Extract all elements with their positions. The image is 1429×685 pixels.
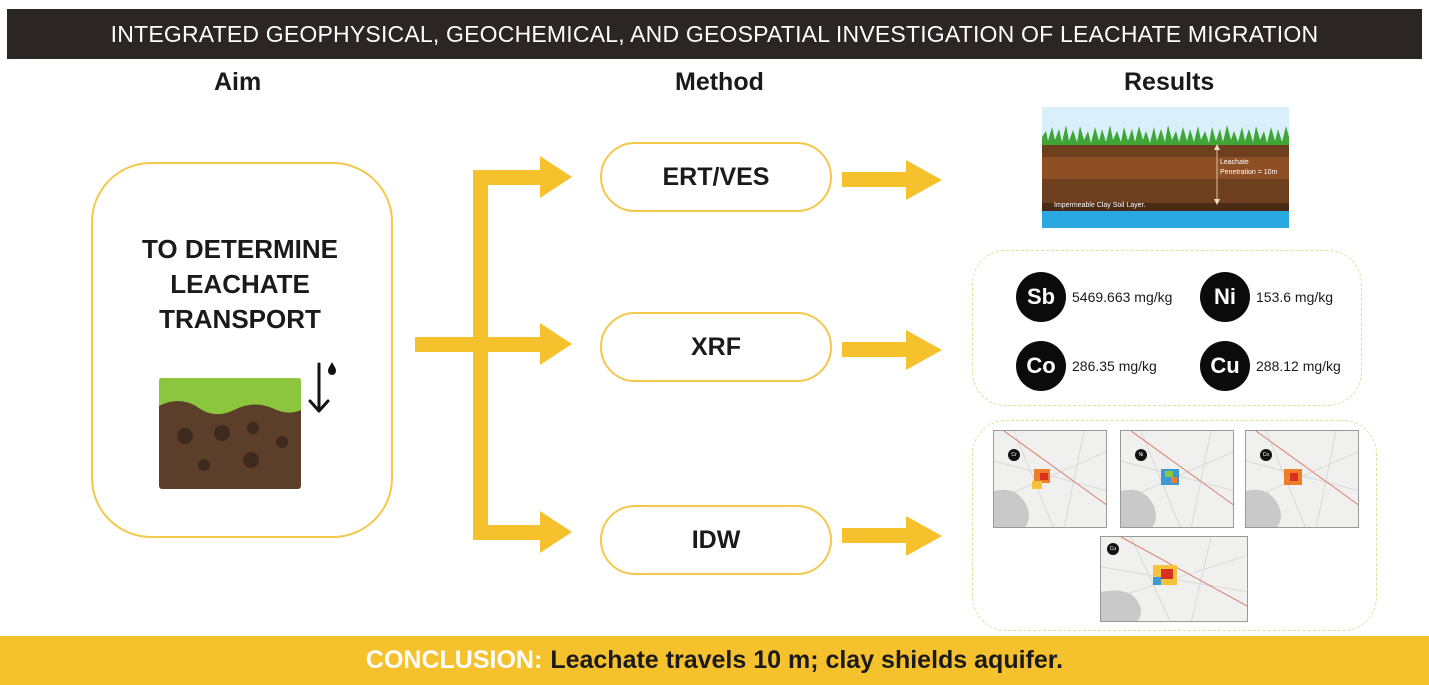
soil-profile-illustration [1042,107,1289,228]
profile-layer-label: Impermeable Clay Soil Layer. [1054,202,1146,209]
aim-heading: Aim [214,68,262,96]
conclusion-text: Leachate travels 10 m; clay shields aqui… [550,646,1064,674]
leachate-drop-down-arrow-icon [308,362,336,413]
arrow-ert-to-result [842,160,942,200]
method-idw: IDW [600,505,832,575]
map-4-graphic [1101,537,1247,621]
idw-map-1: Cr [993,430,1107,528]
metal-ni: Ni 153.6 mg/kg [1200,272,1333,322]
profile-annotation-1: Leachate [1220,159,1249,166]
map-2-badge: Ni [1135,449,1147,461]
map-1-graphic [994,431,1106,527]
metal-value-cu: 288.12 mg/kg [1256,358,1341,374]
metal-value-co: 286.35 mg/kg [1072,358,1157,374]
soil-profile-result: Leachate Penetration = 10m Impermeable C… [1042,107,1289,228]
page-title: INTEGRATED GEOPHYSICAL, GEOCHEMICAL, AND… [110,20,1319,47]
idw-map-3: Co [1245,430,1359,528]
map-3-graphic [1246,431,1358,527]
map-1-badge: Cr [1008,449,1020,461]
metal-symbol-sb: Sb [1016,272,1066,322]
results-heading: Results [1124,68,1215,96]
arrow-xrf-to-result [842,330,942,370]
metal-value-sb: 5469.663 mg/kg [1072,289,1173,305]
map-3-badge: Co [1260,449,1272,461]
aim-box [91,162,393,538]
metal-symbol-cu: Cu [1200,341,1250,391]
map-2-graphic [1121,431,1233,527]
metal-sb: Sb 5469.663 mg/kg [1016,272,1172,322]
method-xrf: XRF [600,312,832,382]
conclusion-bar: CONCLUSION: Leachate travels 10 m; clay … [0,636,1429,685]
method-heading: Method [675,68,764,96]
aim-line-3: TRANSPORT [159,304,321,334]
metal-cu: Cu 288.12 mg/kg [1200,341,1341,391]
idw-results-box [972,420,1377,631]
idw-map-4: Cu [1100,536,1248,622]
title-bar: INTEGRATED GEOPHYSICAL, GEOCHEMICAL, AND… [7,9,1422,59]
metal-value-ni: 153.6 mg/kg [1256,289,1334,305]
method-ert-ves: ERT/VES [600,142,832,212]
arrow-idw-to-result [842,516,942,556]
idw-map-2: Ni [1120,430,1234,528]
conclusion-label: CONCLUSION: [365,646,543,674]
xrf-results-box [972,250,1362,406]
metal-symbol-ni: Ni [1200,272,1250,322]
metal-co: Co 286.35 mg/kg [1016,341,1157,391]
profile-annotation-2: Penetration = 10m [1220,169,1278,176]
aim-text: TO DETERMINE LEACHATE TRANSPORT [91,232,389,337]
aim-line-2: LEACHATE [170,269,310,299]
branch-arrows [415,156,572,553]
map-4-badge: Cu [1107,543,1119,555]
soil-block-icon [159,378,301,489]
aim-line-1: TO DETERMINE [142,234,338,264]
metal-symbol-co: Co [1016,341,1066,391]
